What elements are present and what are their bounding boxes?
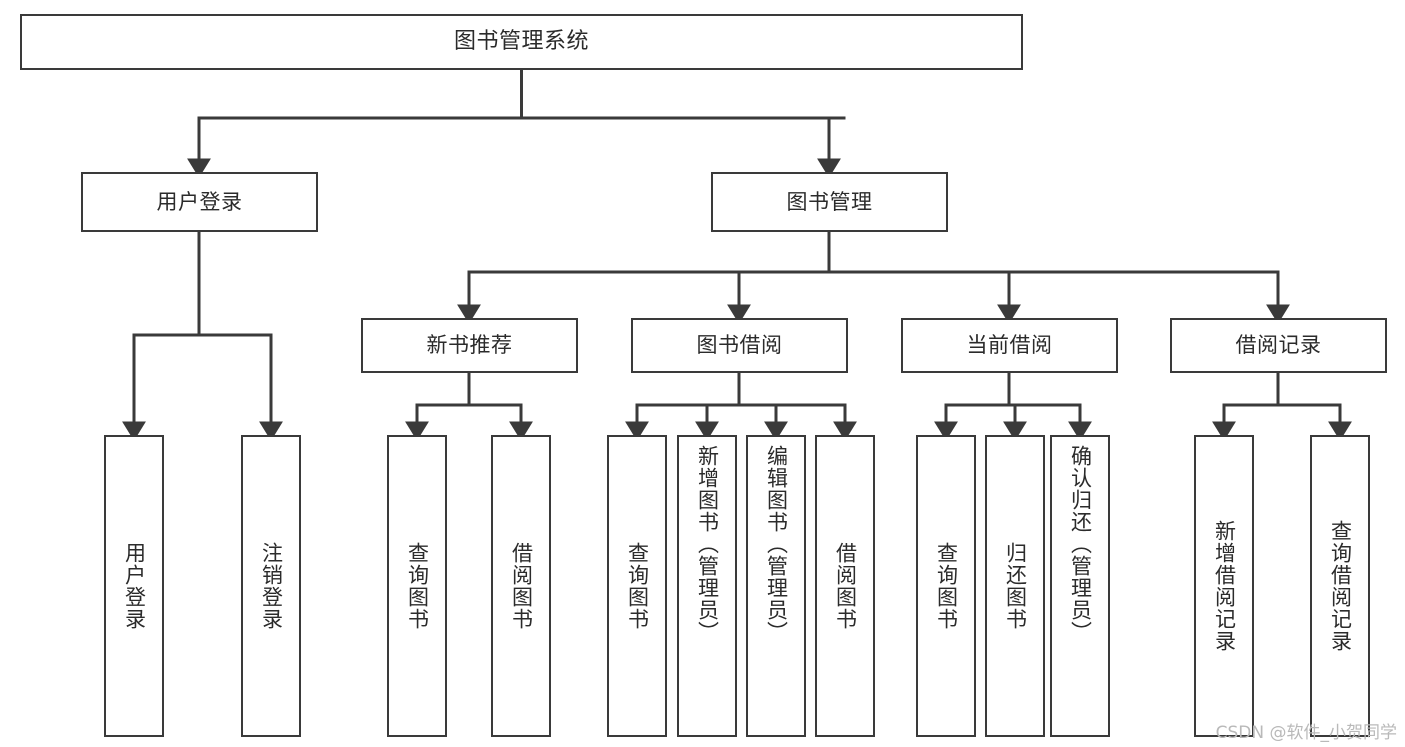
leaf-confirm-return-admin[interactable]: 确认归还（管理员） bbox=[1050, 435, 1110, 737]
leaf-query-book-2-label: 查询图书 bbox=[625, 542, 650, 630]
watermark: CSDN @软件_小贺同学 bbox=[1215, 723, 1397, 743]
leaf-query-book-2[interactable]: 查询图书 bbox=[607, 435, 667, 737]
leaf-borrow-book-2[interactable]: 借阅图书 bbox=[815, 435, 875, 737]
leaf-add-book-admin[interactable]: 新增图书（管理员） bbox=[677, 435, 737, 737]
leaf-confirm-return-admin-label: 确认归还（管理员） bbox=[1068, 445, 1093, 643]
leaf-edit-book-admin-label: 编辑图书（管理员） bbox=[764, 445, 789, 643]
node-book-borrow[interactable]: 图书借阅 bbox=[631, 318, 848, 373]
leaf-user-login-label: 用户登录 bbox=[122, 542, 147, 630]
node-current-borrow[interactable]: 当前借阅 bbox=[901, 318, 1118, 373]
leaf-borrow-book-2-label: 借阅图书 bbox=[833, 542, 858, 630]
leaf-query-book-3[interactable]: 查询图书 bbox=[916, 435, 976, 737]
node-book-manage-label: 图书管理 bbox=[786, 189, 873, 214]
leaf-borrow-book-1[interactable]: 借阅图书 bbox=[491, 435, 551, 737]
leaf-user-login[interactable]: 用户登录 bbox=[104, 435, 164, 737]
leaf-add-borrow-record[interactable]: 新增借阅记录 bbox=[1194, 435, 1254, 737]
node-new-book-recommend-label: 新书推荐 bbox=[426, 333, 513, 358]
leaf-edit-book-admin[interactable]: 编辑图书（管理员） bbox=[746, 435, 806, 737]
node-root[interactable]: 图书管理系统 bbox=[20, 14, 1023, 70]
leaf-query-borrow-record[interactable]: 查询借阅记录 bbox=[1310, 435, 1370, 737]
leaf-borrow-book-1-label: 借阅图书 bbox=[509, 542, 534, 630]
leaf-logout-login[interactable]: 注销登录 bbox=[241, 435, 301, 737]
node-user-login-label: 用户登录 bbox=[156, 189, 243, 214]
leaf-query-book-1[interactable]: 查询图书 bbox=[387, 435, 447, 737]
node-borrow-record-label: 借阅记录 bbox=[1235, 333, 1322, 358]
leaf-query-book-1-label: 查询图书 bbox=[405, 542, 430, 630]
leaf-add-book-admin-label: 新增图书（管理员） bbox=[695, 445, 720, 643]
leaf-add-borrow-record-label: 新增借阅记录 bbox=[1212, 520, 1237, 652]
leaf-query-borrow-record-label: 查询借阅记录 bbox=[1328, 520, 1353, 652]
leaf-return-book-label: 归还图书 bbox=[1003, 542, 1028, 630]
node-book-manage[interactable]: 图书管理 bbox=[711, 172, 948, 232]
leaf-logout-login-label: 注销登录 bbox=[259, 542, 284, 630]
node-user-login[interactable]: 用户登录 bbox=[81, 172, 318, 232]
node-new-book-recommend[interactable]: 新书推荐 bbox=[361, 318, 578, 373]
leaf-return-book[interactable]: 归还图书 bbox=[985, 435, 1045, 737]
node-root-label: 图书管理系统 bbox=[453, 29, 589, 55]
node-book-borrow-label: 图书借阅 bbox=[696, 333, 783, 358]
leaf-query-book-3-label: 查询图书 bbox=[934, 542, 959, 630]
node-borrow-record[interactable]: 借阅记录 bbox=[1170, 318, 1387, 373]
node-current-borrow-label: 当前借阅 bbox=[966, 333, 1053, 358]
